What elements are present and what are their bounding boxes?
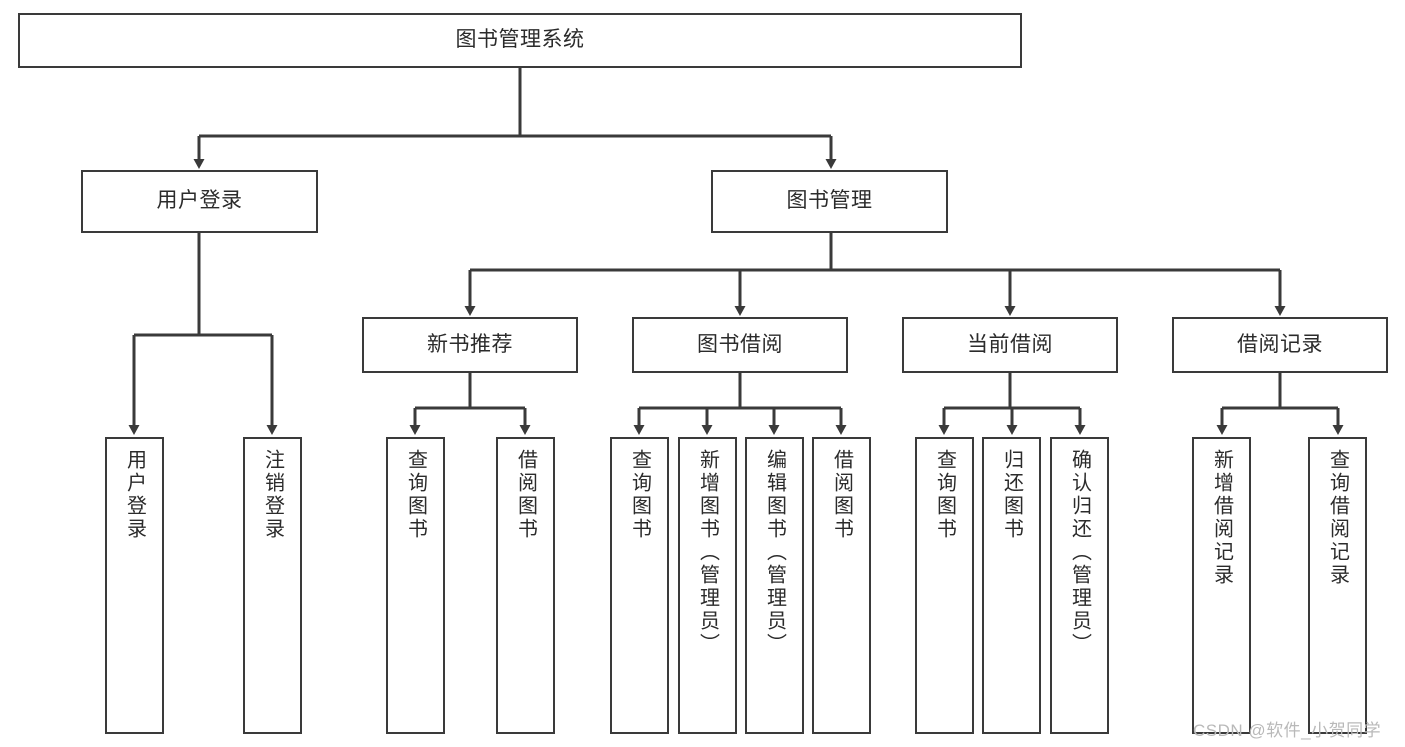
node-label: 新增借阅记录	[1210, 449, 1233, 587]
node-leaf-borrow-book[interactable]: 借阅图书	[812, 437, 871, 734]
node-label: 查询图书	[628, 449, 651, 541]
edges-bookborrow-to-leaves	[633, 373, 847, 435]
node-leaf-logout[interactable]: 注销登录	[243, 437, 302, 734]
node-label: 查询图书	[404, 449, 427, 541]
node-label: 查询图书	[933, 449, 956, 541]
node-leaf-borrow-book-recommend[interactable]: 借阅图书	[496, 437, 555, 734]
node-current-borrow[interactable]: 当前借阅	[902, 317, 1118, 373]
node-label: 编辑图书（管理员）	[763, 449, 786, 656]
node-leaf-edit-book-admin[interactable]: 编辑图书（管理员）	[745, 437, 804, 734]
edges-booksmgmt-to-level3	[464, 233, 1286, 316]
node-label: 用户登录	[156, 189, 243, 213]
edges-root-to-level2	[193, 68, 837, 169]
node-leaf-add-borrow-record[interactable]: 新增借阅记录	[1192, 437, 1251, 734]
node-new-book-recommend[interactable]: 新书推荐	[362, 317, 578, 373]
edges-borrowrecord-to-leaves	[1216, 373, 1344, 435]
node-label: 当前借阅	[967, 332, 1053, 356]
node-label: 借阅图书	[830, 449, 853, 541]
node-label: 确认归还（管理员）	[1068, 449, 1091, 656]
node-label: 用户登录	[123, 449, 146, 541]
node-label: 图书管理	[786, 189, 873, 213]
node-leaf-confirm-return-admin[interactable]: 确认归还（管理员）	[1050, 437, 1109, 734]
node-book-management[interactable]: 图书管理	[711, 170, 948, 233]
node-label: 图书借阅	[697, 332, 783, 356]
node-label: 查询借阅记录	[1326, 449, 1349, 587]
node-leaf-query-borrow-record[interactable]: 查询借阅记录	[1308, 437, 1367, 734]
node-label: 新增图书（管理员）	[696, 449, 719, 656]
node-book-borrow[interactable]: 图书借阅	[632, 317, 848, 373]
node-leaf-query-book-recommend[interactable]: 查询图书	[386, 437, 445, 734]
node-label: 图书管理系统	[455, 28, 585, 52]
node-label: 注销登录	[261, 449, 284, 541]
node-borrow-record[interactable]: 借阅记录	[1172, 317, 1388, 373]
node-user-login[interactable]: 用户登录	[81, 170, 318, 233]
node-label: 借阅记录	[1237, 332, 1323, 356]
node-label: 借阅图书	[514, 449, 537, 541]
node-label: 新书推荐	[427, 332, 513, 356]
node-label: 归还图书	[1000, 449, 1023, 541]
edges-userlogin-to-leaves	[128, 233, 278, 435]
edges-newbook-to-leaves	[409, 373, 531, 435]
node-root-book-management-system[interactable]: 图书管理系统	[18, 13, 1022, 68]
node-leaf-query-book-current[interactable]: 查询图书	[915, 437, 974, 734]
node-leaf-user-login[interactable]: 用户登录	[105, 437, 164, 734]
node-leaf-query-book-borrow[interactable]: 查询图书	[610, 437, 669, 734]
edges-currentborrow-to-leaves	[938, 373, 1086, 435]
node-leaf-return-book[interactable]: 归还图书	[982, 437, 1041, 734]
node-leaf-add-book-admin[interactable]: 新增图书（管理员）	[678, 437, 737, 734]
